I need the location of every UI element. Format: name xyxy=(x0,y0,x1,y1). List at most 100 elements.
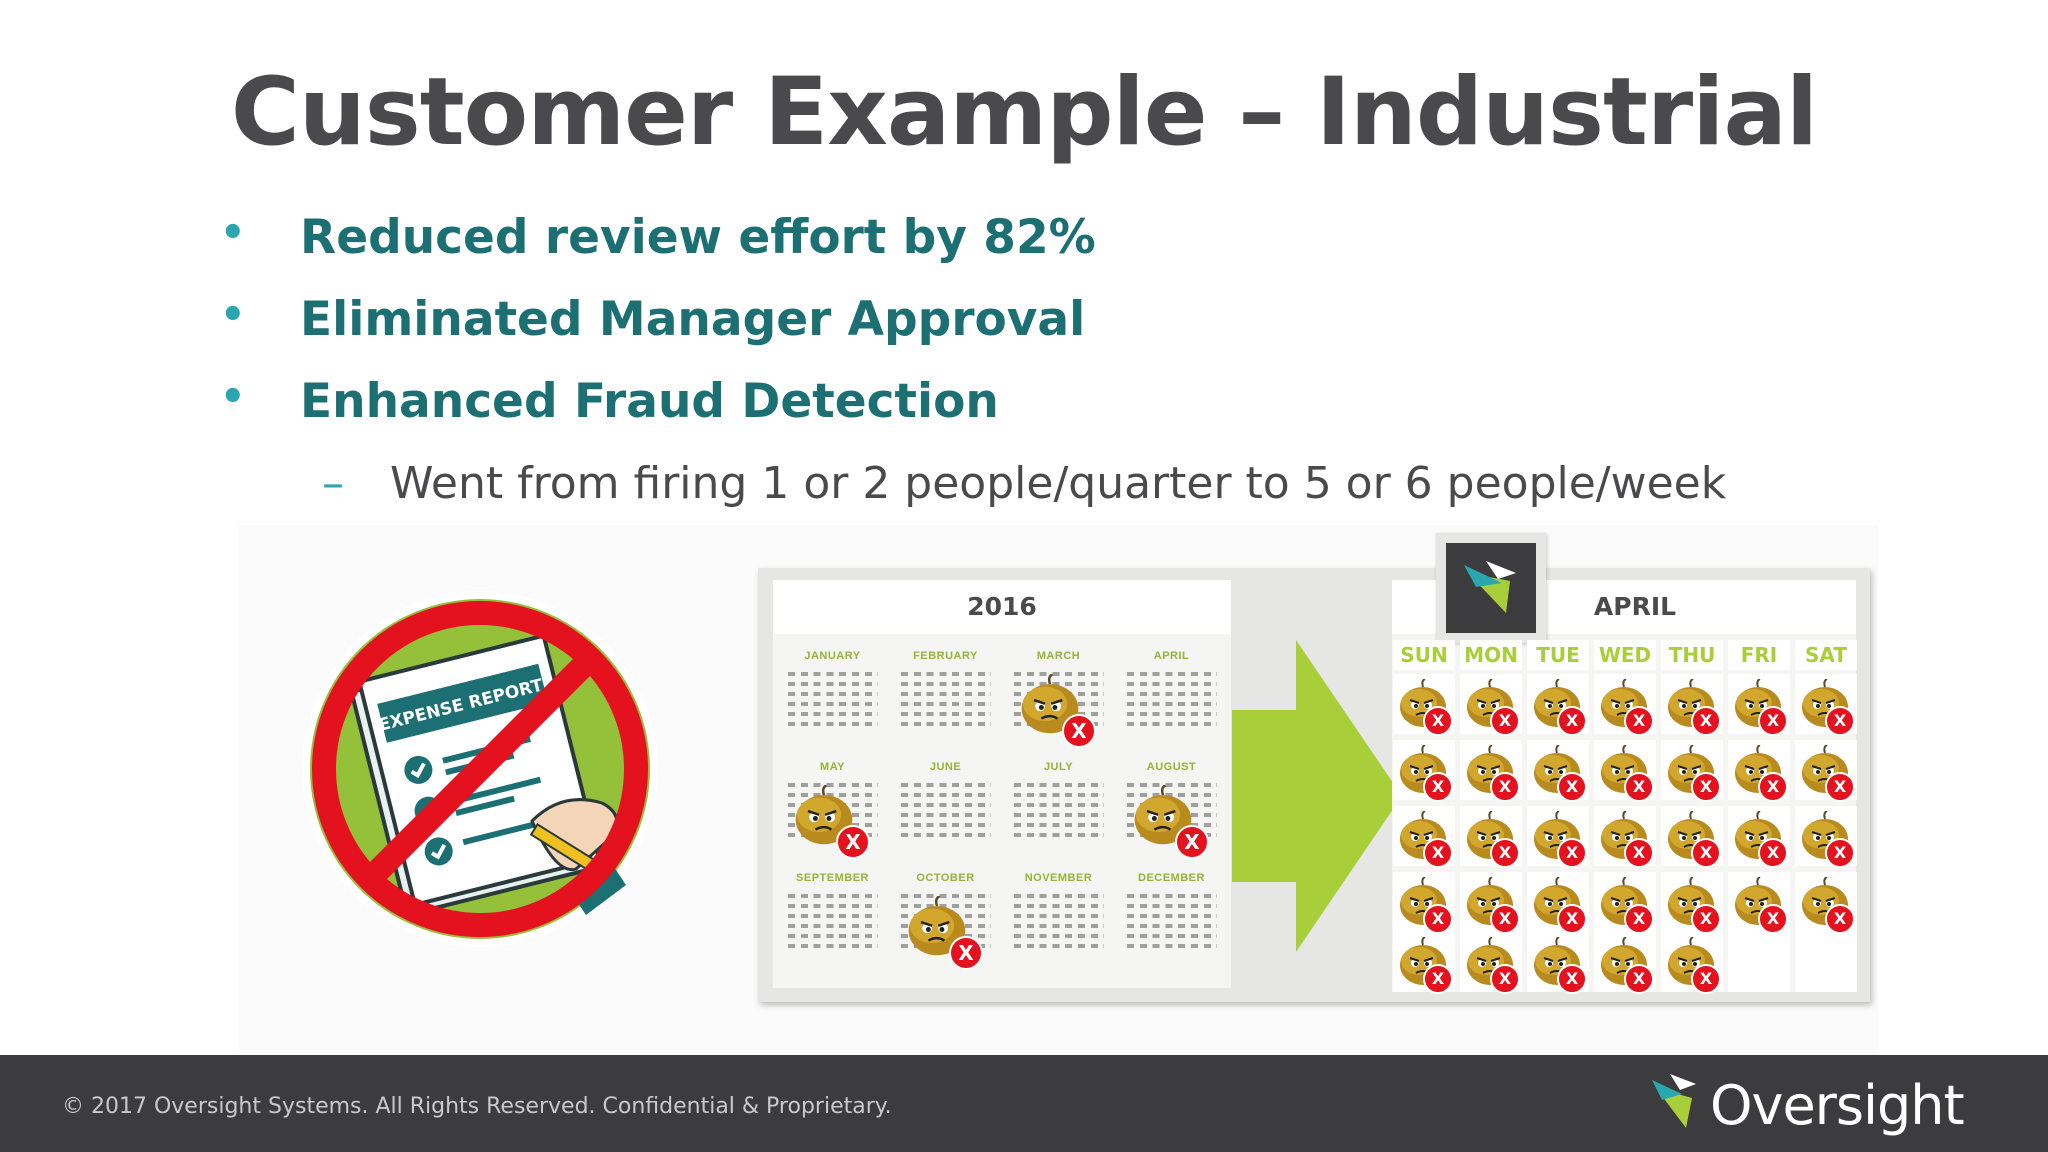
fired-person-apple-icon xyxy=(1598,810,1650,861)
x-mark-badge: X xyxy=(1758,706,1788,736)
slide-title: Customer Example – Industrial xyxy=(230,58,1818,167)
month-name: OCTOBER xyxy=(916,872,975,884)
month-block: NOVEMBER xyxy=(1002,870,1115,981)
calendar-day-cell: X xyxy=(1728,740,1790,802)
x-mark-badge: X xyxy=(1490,964,1520,994)
x-mark-badge: X xyxy=(1490,772,1520,802)
x-mark-badge: X xyxy=(1691,964,1721,994)
month-block: APRIL xyxy=(1115,648,1228,759)
calendar-day-cell: X xyxy=(1594,806,1656,868)
oversight-logo-tab xyxy=(1436,533,1546,643)
calendar-day-cell: X xyxy=(1795,674,1857,736)
day-header-thu: THU xyxy=(1661,640,1723,670)
calendar-day-cell: X xyxy=(1661,674,1723,736)
x-mark-badge: X xyxy=(1557,772,1587,802)
x-mark-badge: X xyxy=(1624,964,1654,994)
bullet-text: Enhanced Fraud Detection xyxy=(300,374,999,429)
month-name: AUGUST xyxy=(1146,761,1197,773)
calendar-day-cell: X xyxy=(1728,872,1790,934)
month-days xyxy=(1127,672,1217,732)
calendar-day-cell: X xyxy=(1594,932,1656,994)
no-expense-reports-icon: EXPENSE REPORTS xyxy=(302,591,658,947)
month-name: JANUARY xyxy=(804,650,861,662)
bullet-text: Reduced review effort by 82% xyxy=(300,210,1096,265)
x-mark-badge: X xyxy=(1691,772,1721,802)
x-mark-badge: X xyxy=(1758,772,1788,802)
calendar-day-cell: X xyxy=(1393,740,1455,802)
day-header-mon: MON xyxy=(1460,640,1522,670)
x-mark-badge: X xyxy=(1423,964,1453,994)
sub-bullet-text: Went from firing 1 or 2 people/quarter t… xyxy=(390,458,1727,509)
x-mark-badge: X xyxy=(1691,706,1721,736)
x-mark-badge: X xyxy=(1557,838,1587,868)
calendar-day-cell: X xyxy=(1661,872,1723,934)
x-mark-badge: X xyxy=(1624,838,1654,868)
arrow-right-icon xyxy=(1232,640,1402,952)
bullet-text: Eliminated Manager Approval xyxy=(300,292,1086,347)
day-header-sun: SUN xyxy=(1393,640,1455,670)
x-mark-badge: X xyxy=(1557,706,1587,736)
month-name: DECEMBER xyxy=(1138,872,1205,884)
year-calendar-title: 2016 xyxy=(773,580,1231,634)
calendar-day-cell: X xyxy=(1661,740,1723,802)
month-block: DECEMBER xyxy=(1115,870,1228,981)
x-mark-badge: X xyxy=(1423,706,1453,736)
x-mark-badge: X xyxy=(1557,964,1587,994)
x-mark-badge: X xyxy=(1624,772,1654,802)
calendar-day-cell: X xyxy=(1460,740,1522,802)
x-mark-badge: X xyxy=(1423,838,1453,868)
calendar-day-cell: X xyxy=(1460,932,1522,994)
x-mark-badge: X xyxy=(949,936,983,970)
calendar-day-cell xyxy=(1728,932,1790,992)
x-mark-badge: X xyxy=(1691,904,1721,934)
day-header-fri: FRI xyxy=(1728,640,1790,670)
month-name: SEPTEMBER xyxy=(796,872,869,884)
calendar-day-cell: X xyxy=(1594,674,1656,736)
sub-bullet-dash: – xyxy=(322,458,344,509)
x-mark-badge: X xyxy=(1825,772,1855,802)
calendar-day-cell: X xyxy=(1661,932,1723,994)
month-block: JANUARY xyxy=(776,648,889,759)
month-days xyxy=(901,672,991,732)
bullet-dot: • xyxy=(220,210,246,256)
bullet-dot: • xyxy=(220,292,246,338)
day-header-sat: SAT xyxy=(1795,640,1857,670)
fired-person-apple-icon xyxy=(792,784,856,847)
month-name: MAY xyxy=(820,761,845,773)
x-mark-badge: X xyxy=(1490,706,1520,736)
calendar-day-cell: X xyxy=(1594,872,1656,934)
calendar-day-cell: X xyxy=(1393,872,1455,934)
footer-bar xyxy=(0,1055,2048,1152)
calendar-day-cell: X xyxy=(1594,740,1656,802)
calendar-day-cell: X xyxy=(1527,872,1589,934)
fired-person-apple-icon xyxy=(1464,810,1516,861)
calendar-day-cell: X xyxy=(1728,674,1790,736)
x-mark-badge: X xyxy=(1490,838,1520,868)
month-days xyxy=(1014,894,1104,954)
month-days xyxy=(788,894,878,954)
x-mark-badge: X xyxy=(1758,838,1788,868)
month-block: JULY xyxy=(1002,759,1115,870)
month-days xyxy=(901,783,991,843)
month-name: NOVEMBER xyxy=(1024,872,1093,884)
calendar-day-cell: X xyxy=(1527,806,1589,868)
month-name: FEBRUARY xyxy=(913,650,978,662)
x-mark-badge: X xyxy=(1825,706,1855,736)
calendar-day-cell: X xyxy=(1527,932,1589,994)
month-calendar-title-text: APRIL xyxy=(1593,592,1677,621)
month-name: JUNE xyxy=(929,761,962,773)
x-mark-badge: X xyxy=(1490,904,1520,934)
x-mark-badge: X xyxy=(1175,825,1209,859)
calendar-day-cell: X xyxy=(1527,674,1589,736)
oversight-logo-icon xyxy=(1464,561,1516,613)
x-mark-badge: X xyxy=(836,825,870,859)
calendar-day-cell: X xyxy=(1795,740,1857,802)
calendar-day-cell: X xyxy=(1460,674,1522,736)
bullet-dot: • xyxy=(220,374,246,420)
month-name: JULY xyxy=(1043,761,1074,773)
day-header-tue: TUE xyxy=(1527,640,1589,670)
calendar-day-cell: X xyxy=(1460,872,1522,934)
calendar-day-cell: X xyxy=(1527,740,1589,802)
month-name: MARCH xyxy=(1036,650,1081,662)
x-mark-badge: X xyxy=(1825,838,1855,868)
